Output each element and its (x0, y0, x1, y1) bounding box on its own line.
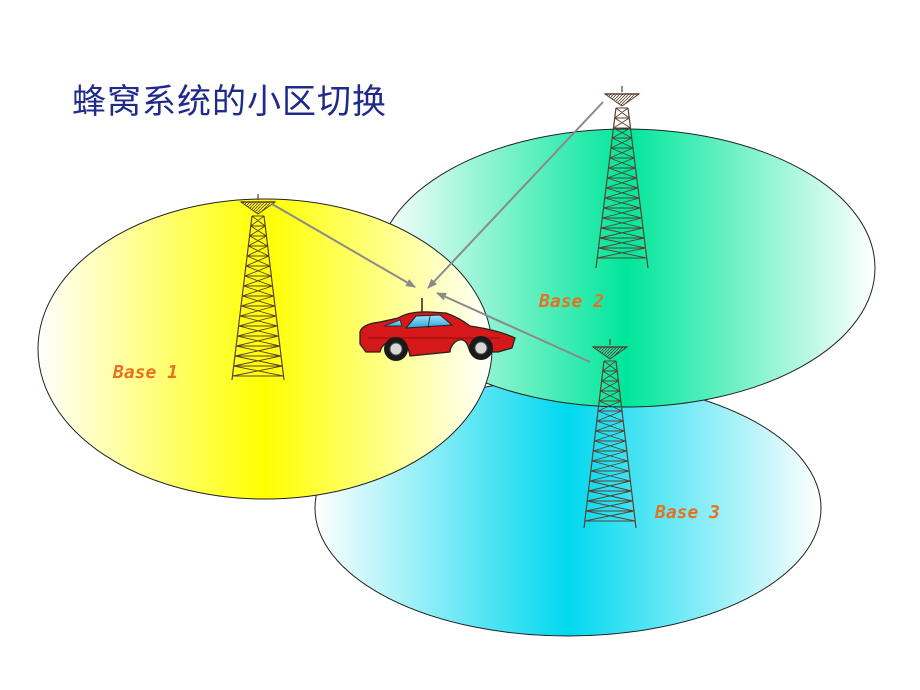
signal-arrow-base3 (436, 292, 591, 363)
slide-title: 蜂窝系统的小区切换 (72, 82, 387, 122)
car-icon (359, 298, 516, 361)
signal-arrow-base2 (427, 101, 604, 289)
signal-arrow-base1 (271, 203, 416, 288)
base-3-label: Base 3 (654, 502, 720, 523)
base-2-label: Base 2 (538, 291, 604, 312)
tower-icon (231, 194, 285, 381)
tower-icon (583, 339, 637, 529)
tower-icon (595, 86, 649, 269)
base-1-label: Base 1 (112, 362, 178, 383)
